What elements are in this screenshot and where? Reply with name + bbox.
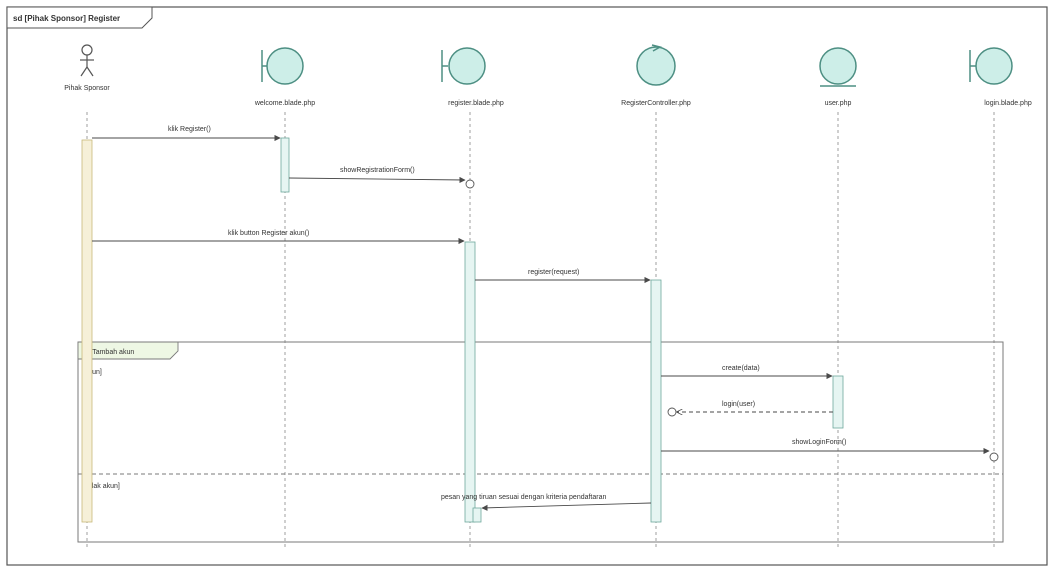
message-label-2: showRegistrationForm() (340, 167, 415, 174)
alt-guard-tidak-akun: [Tidak akun] (82, 483, 120, 490)
alt-fragment (77, 341, 1004, 543)
control-icon-controller (636, 44, 676, 86)
endpoint-login (989, 452, 999, 462)
activation-controller (650, 279, 662, 523)
message-arrow-2 (288, 176, 466, 184)
lifeline-label-register: register.blade.php (448, 100, 504, 107)
message-label-1: klik Register() (168, 126, 211, 133)
activation-actor (81, 139, 93, 523)
endpoint-controller-return (667, 407, 677, 417)
message-label-6: login(user) (722, 401, 755, 408)
entity-icon-user (819, 47, 857, 87)
frame-title-tab (6, 6, 153, 29)
activation-welcome (280, 137, 290, 193)
lifeline-label-actor: Pihak Sponsor (64, 85, 110, 92)
frame-title: sd [Pihak Sponsor] Register (13, 14, 120, 23)
alt-fragment-condition: alt Tambah akun (83, 349, 134, 356)
message-label-8: pesan yang tiruan sesuai dengan kriteria… (441, 494, 606, 501)
actor-head (80, 44, 94, 77)
activation-register (464, 241, 476, 523)
message-label-3: klik button Register akun() (228, 230, 309, 237)
message-label-7: showLoginForm() (792, 439, 846, 446)
message-label-4: register(request) (528, 269, 579, 276)
lifeline-label-welcome: welcome.blade.php (254, 100, 315, 107)
endpoint-register (465, 179, 475, 189)
boundary-icon-welcome (261, 47, 304, 85)
message-label-5: create(data) (722, 365, 760, 372)
lifeline-label-user: user.php (825, 100, 852, 107)
activation-user (832, 375, 844, 429)
boundary-icon-register (441, 47, 486, 85)
lifeline-label-controller: RegisterController.php (621, 100, 691, 107)
lifeline-label-login: login.blade.php (984, 100, 1032, 107)
boundary-icon-login (969, 47, 1013, 85)
diagram-frame (6, 6, 1048, 566)
activation-register-self (472, 507, 482, 523)
message-arrow-8 (481, 502, 652, 511)
alt-fragment-tab (77, 341, 179, 360)
